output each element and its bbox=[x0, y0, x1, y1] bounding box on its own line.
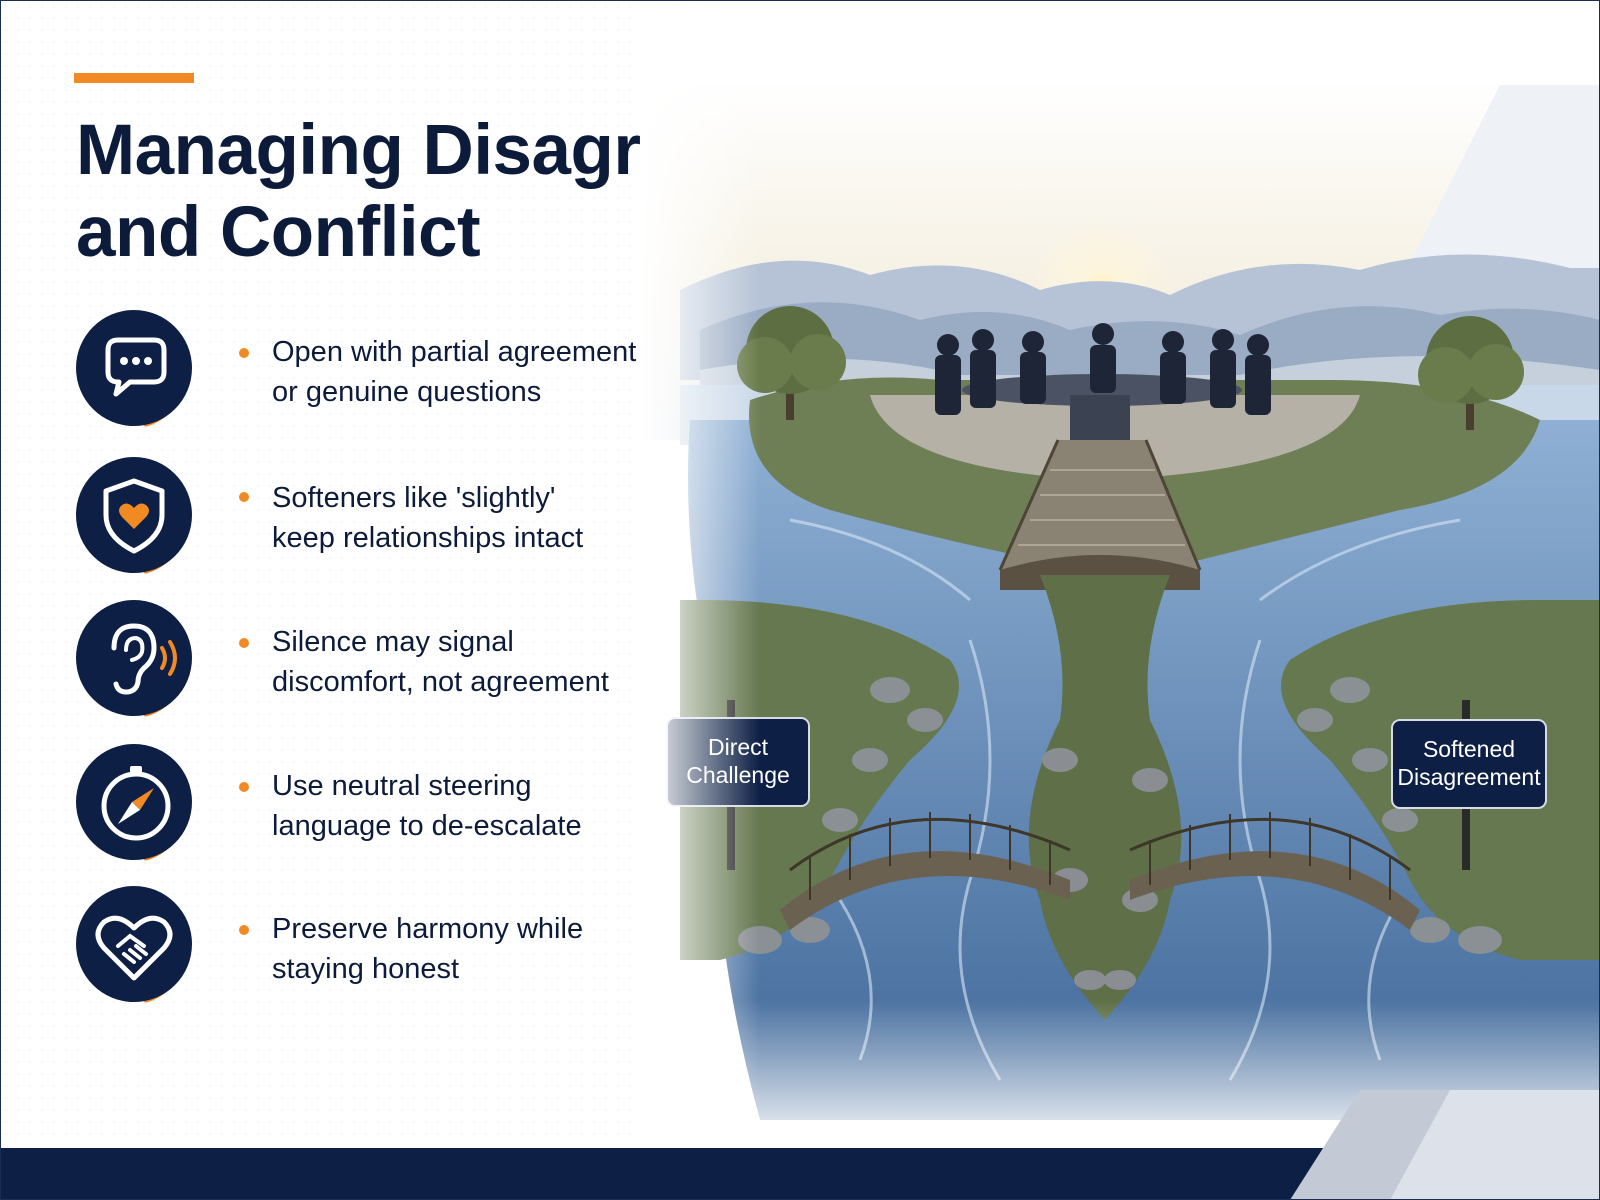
bullet-text-2: Softeners like 'slightly' keep relations… bbox=[272, 478, 732, 558]
river-bridges-illustration bbox=[640, 0, 1600, 1150]
handshake-heart-icon bbox=[74, 884, 198, 1008]
sign-left-line-1: Direct bbox=[707, 734, 769, 760]
bullet-1-line-1: Open with partial agreement bbox=[272, 336, 637, 368]
bullet-5-line-2: staying honest bbox=[272, 953, 460, 985]
bullet-marker bbox=[239, 782, 249, 792]
bullet-item-1: Open with partial agreement or genuine q… bbox=[74, 308, 714, 432]
bullet-marker bbox=[239, 492, 249, 502]
bullet-marker bbox=[239, 925, 249, 935]
bullet-2-line-2: keep relationships intact bbox=[272, 522, 584, 554]
bullet-item-5: Preserve harmony while staying honest bbox=[74, 884, 714, 1008]
bullet-5-line-1: Preserve harmony while bbox=[272, 913, 584, 945]
sign-left-line-2: Challenge bbox=[686, 762, 790, 788]
sign-right-line-2: Disagreement bbox=[1397, 764, 1541, 790]
shield-heart-icon bbox=[74, 455, 198, 579]
bullet-marker bbox=[239, 348, 249, 358]
ear-icon bbox=[74, 598, 198, 722]
bullet-2-line-1: Softeners like 'slightly' bbox=[272, 482, 556, 514]
corner-decoration bbox=[1290, 1090, 1600, 1200]
bullet-3-line-2: discomfort, not agreement bbox=[272, 666, 609, 698]
bullet-text-4: Use neutral steering language to de-esca… bbox=[272, 766, 732, 846]
sign-right-line-1: Softened bbox=[1422, 736, 1516, 762]
speech-bubble-icon bbox=[74, 308, 198, 432]
bullet-4-line-1: Use neutral steering bbox=[272, 770, 532, 802]
bullet-item-3: Silence may signal discomfort, not agree… bbox=[74, 598, 714, 722]
bullet-text-1: Open with partial agreement or genuine q… bbox=[272, 332, 732, 412]
compass-icon bbox=[74, 742, 198, 866]
bullet-4-line-2: language to de-escalate bbox=[272, 810, 582, 842]
bullet-item-4: Use neutral steering language to de-esca… bbox=[74, 742, 714, 866]
bullet-text-3: Silence may signal discomfort, not agree… bbox=[272, 622, 732, 702]
title-line-2: and Conflict bbox=[76, 193, 481, 272]
sign-softened-disagreement: Softened Disagreement bbox=[1393, 735, 1545, 791]
sign-direct-challenge: Direct Challenge bbox=[668, 733, 808, 789]
title-accent-bar bbox=[74, 73, 194, 83]
bullet-text-5: Preserve harmony while staying honest bbox=[272, 909, 732, 989]
bullet-item-2: Softeners like 'slightly' keep relations… bbox=[74, 455, 714, 579]
bullet-3-line-1: Silence may signal bbox=[272, 626, 514, 658]
bullet-1-line-2: or genuine questions bbox=[272, 376, 542, 408]
bullet-marker bbox=[239, 638, 249, 648]
